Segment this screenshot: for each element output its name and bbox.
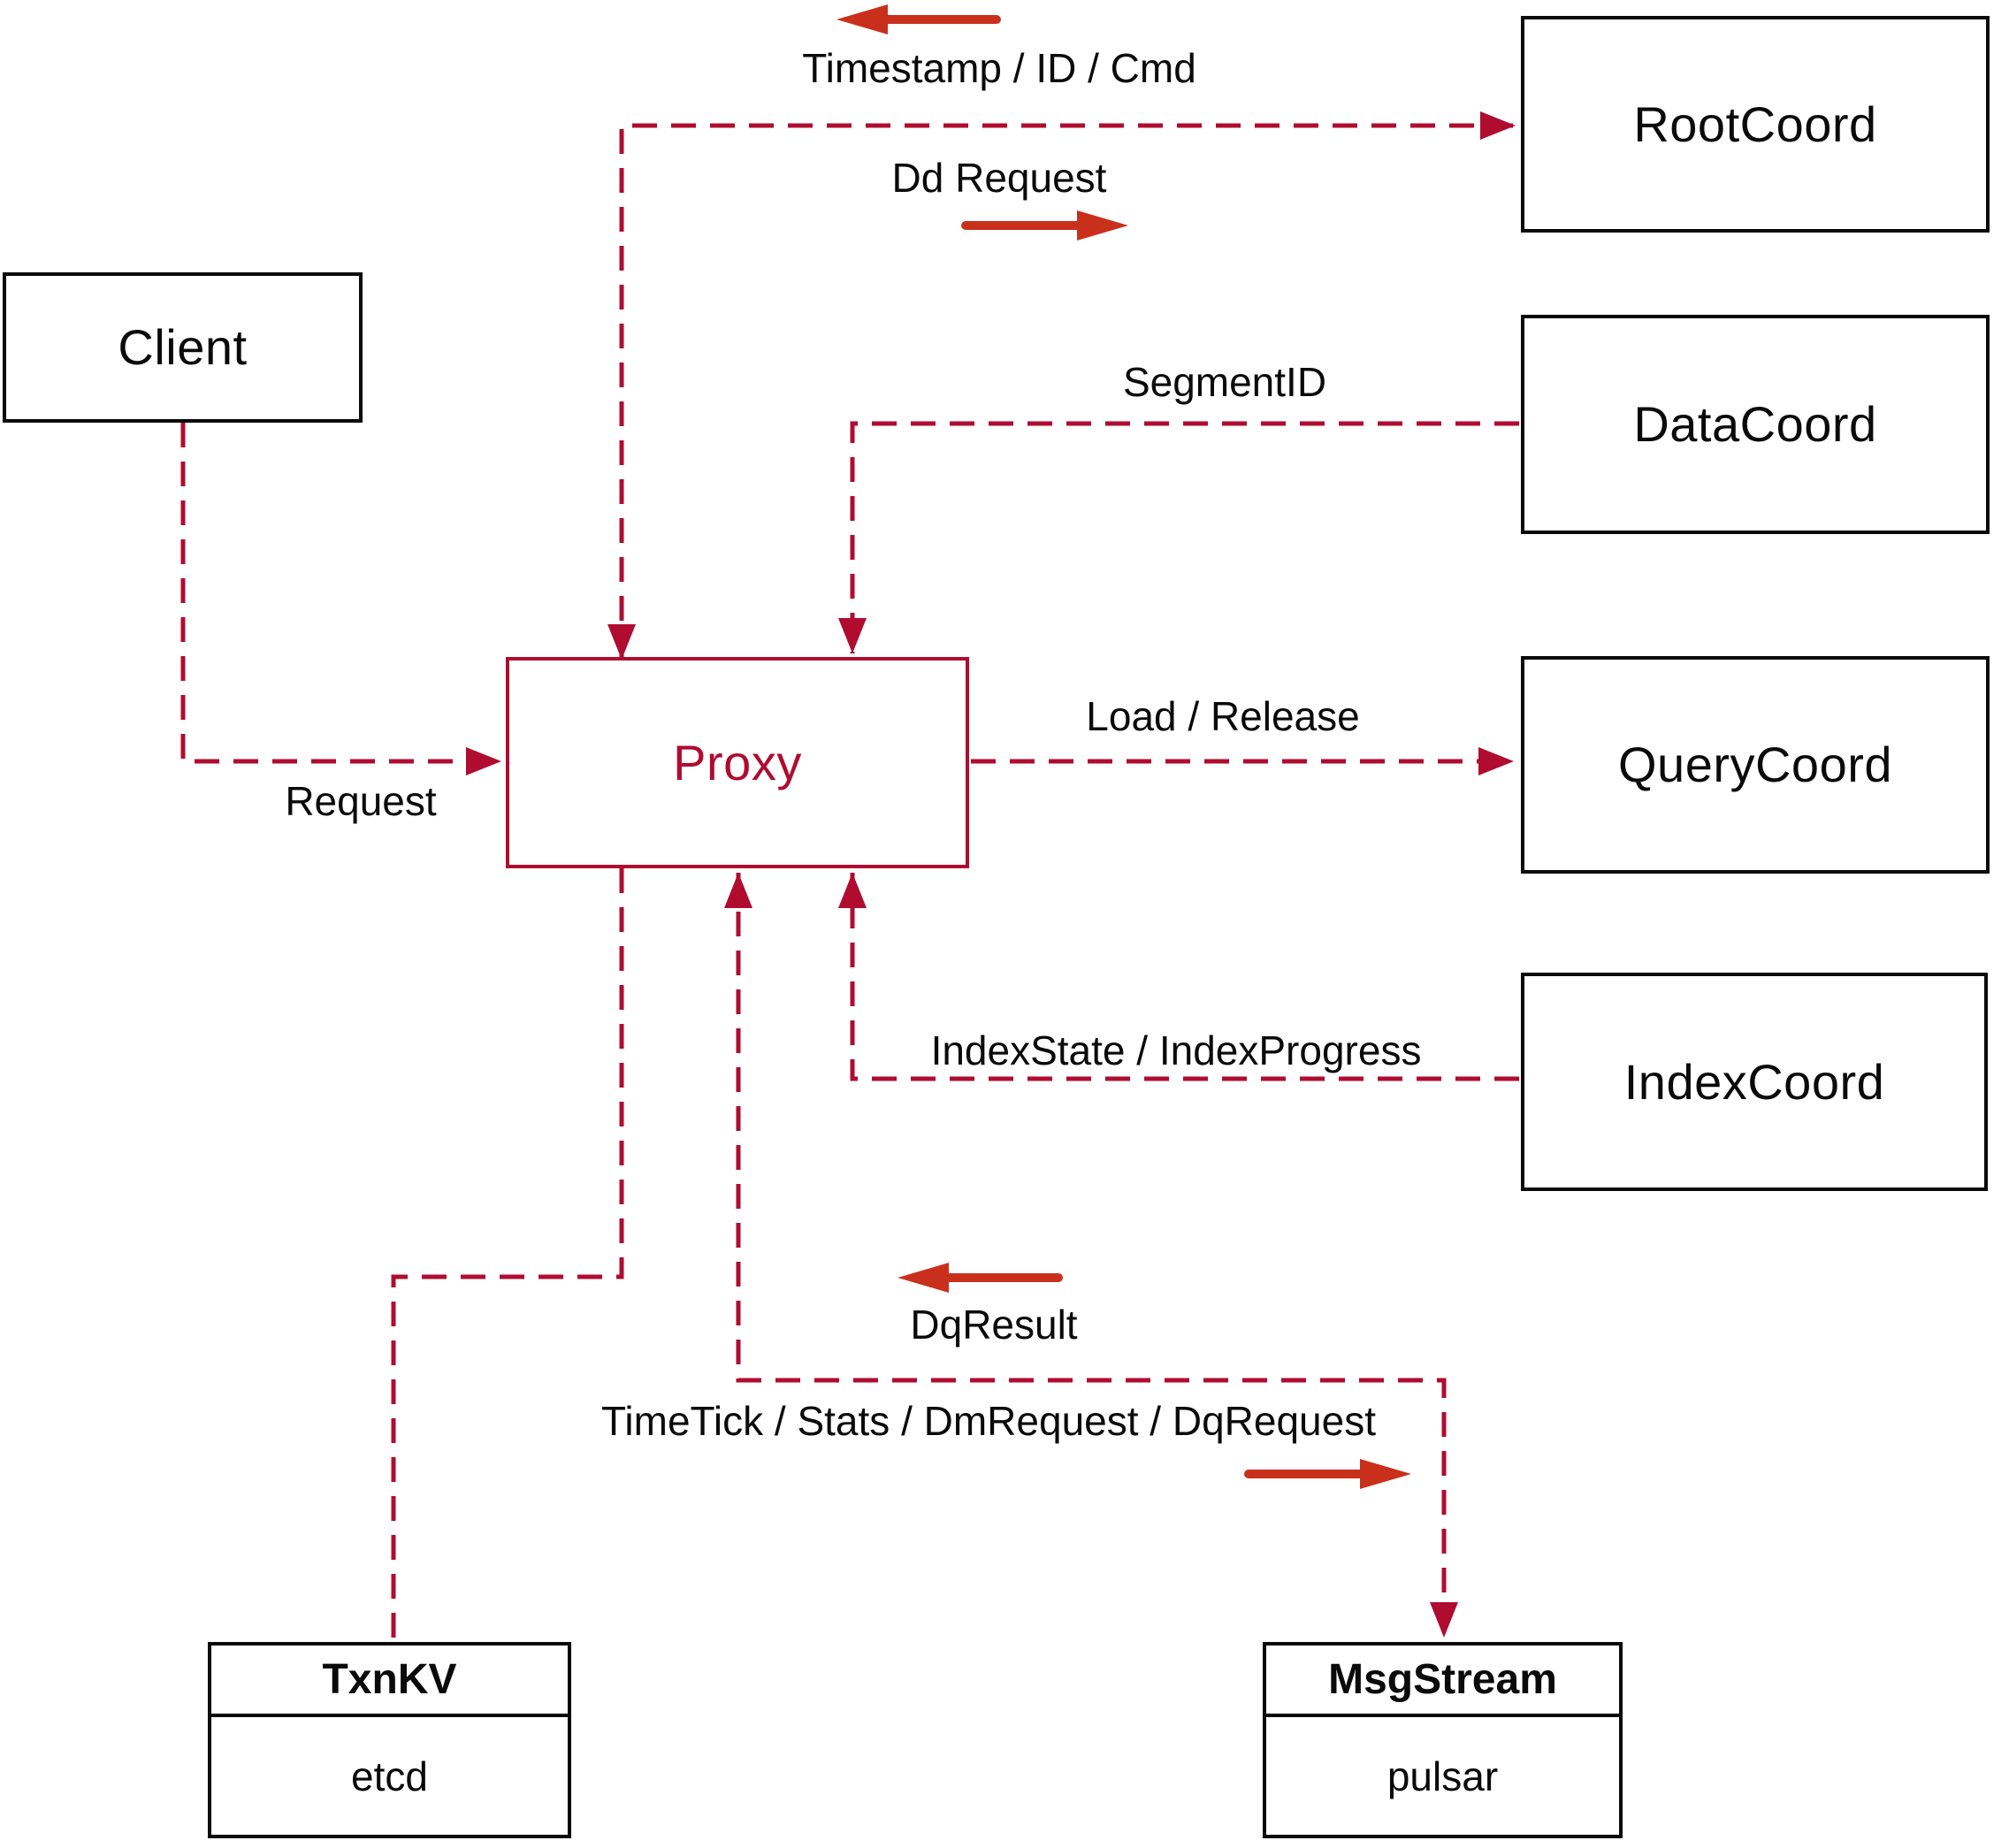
- node-proxy-label: Proxy: [673, 734, 802, 790]
- node-indexcoord-label: IndexCoord: [1623, 1053, 1885, 1110]
- arrow-left-icon: [898, 1263, 1063, 1293]
- node-datacoord: DataCoord: [1521, 315, 1990, 534]
- node-txnkv-title: TxnKV: [211, 1646, 568, 1717]
- node-querycoord-label: QueryCoord: [1617, 737, 1893, 792]
- edge-proxy-txnkv: [391, 868, 624, 1640]
- edge-label-timestamp-id-cmd: Timestamp / ID / Cmd: [802, 45, 1196, 91]
- node-rootcoord-label: RootCoord: [1633, 95, 1877, 152]
- node-client: Client: [3, 272, 363, 423]
- arrow-left-icon: [836, 4, 1001, 34]
- node-querycoord: QueryCoord: [1521, 656, 1990, 874]
- node-client-label: Client: [118, 319, 248, 375]
- node-msgstream-title: MsgStream: [1266, 1646, 1619, 1717]
- arrow-right-icon: [1244, 1459, 1411, 1489]
- edge-label-segment-id: SegmentID: [1122, 359, 1327, 405]
- edge-proxy-msgstream: [723, 873, 1459, 1638]
- edge-client-proxy: [180, 423, 501, 775]
- arrow-right-icon: [961, 210, 1128, 241]
- edge-proxy-rootcoord: [607, 111, 1516, 660]
- node-txnkv: TxnKV etcd: [208, 1642, 571, 1838]
- node-msgstream: MsgStream pulsar: [1263, 1642, 1623, 1838]
- edge-label-load-release: Load / Release: [1086, 693, 1360, 739]
- edge-label-dq-result: DqResult: [910, 1302, 1078, 1348]
- node-proxy: Proxy: [506, 657, 969, 868]
- edge-label-dd-request: Dd Request: [891, 155, 1107, 201]
- node-msgstream-subtitle: pulsar: [1386, 1753, 1499, 1799]
- edge-datacoord-proxy: [838, 421, 1519, 653]
- edge-label-timetick-stats-dm-dq: TimeTick / Stats / DmRequest / DqRequest: [601, 1398, 1376, 1444]
- node-datacoord-label: DataCoord: [1633, 396, 1877, 452]
- edge-label-request: Request: [285, 778, 437, 824]
- node-indexcoord: IndexCoord: [1521, 973, 1988, 1191]
- node-rootcoord: RootCoord: [1521, 16, 1990, 233]
- edge-label-index-state-progress: IndexState / IndexProgress: [930, 1027, 1422, 1073]
- node-txnkv-subtitle: etcd: [351, 1753, 428, 1799]
